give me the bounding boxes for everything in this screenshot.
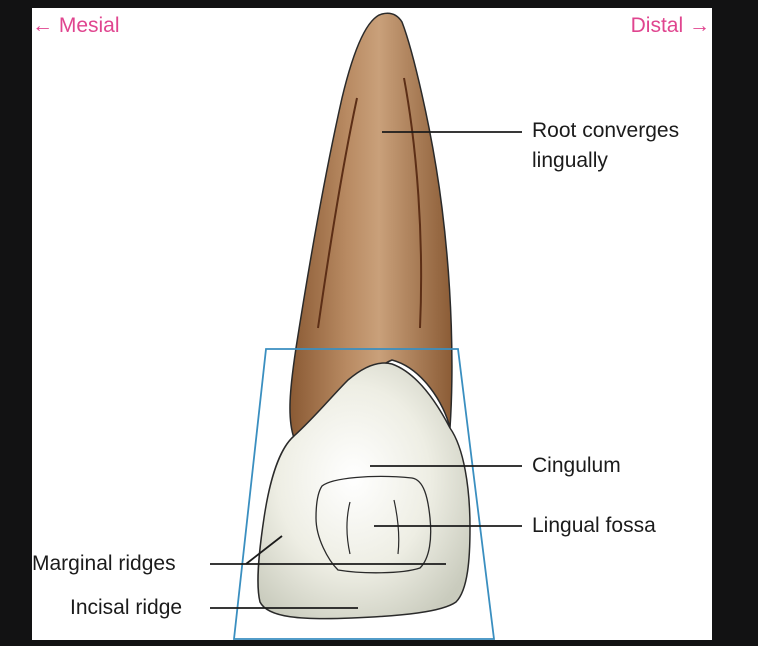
tooth-diagram <box>210 12 522 640</box>
diagram-canvas: ← Mesial Distal → Root converges lingual… <box>32 8 712 640</box>
fossa-groove-left <box>346 501 351 555</box>
fossa-groove-right <box>393 499 400 555</box>
distal-direction-label: Distal → <box>630 14 710 37</box>
lingual-fossa-outline <box>315 475 432 574</box>
leader-marginal-ridge-upper <box>245 535 283 565</box>
root-label: Root converges lingually <box>532 116 679 176</box>
crown-shape <box>257 362 471 620</box>
cingulum-label: Cingulum <box>532 454 621 477</box>
root-label-line-2: lingually <box>532 149 608 172</box>
lingual-fossa-label: Lingual fossa <box>532 514 656 537</box>
marginal-ridges-label: Marginal ridges <box>32 552 176 575</box>
root-groove-right <box>403 77 423 329</box>
incisal-ridge-label: Incisal ridge <box>70 596 183 619</box>
crown-outline-box <box>232 348 496 640</box>
root-groove-left <box>317 97 358 329</box>
root-label-line-1: Root converges <box>532 119 680 142</box>
mesial-direction-label: ← Mesial <box>32 14 120 37</box>
